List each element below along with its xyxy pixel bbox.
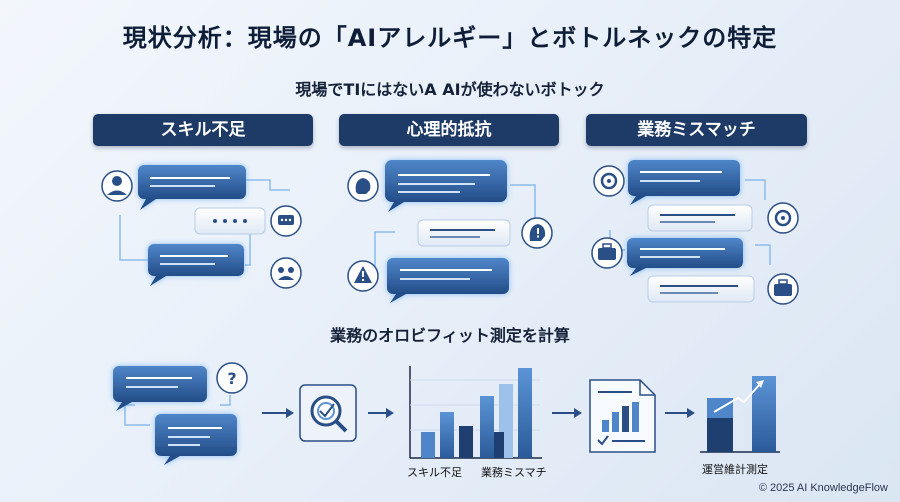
question-icon: ? bbox=[216, 362, 248, 394]
chat-bubble bbox=[627, 238, 743, 276]
bar bbox=[440, 412, 454, 458]
briefcase-icon bbox=[591, 237, 623, 269]
arrow-icon bbox=[552, 408, 582, 418]
mismatch-panel bbox=[591, 160, 799, 305]
category-skill-header: スキル不足 bbox=[93, 114, 313, 146]
result-label: 運営維計測定 bbox=[702, 463, 768, 476]
chat-bubble-light bbox=[647, 275, 755, 303]
chat-icon bbox=[270, 205, 302, 237]
ellipsis-bubble bbox=[194, 207, 266, 235]
chat-bubble bbox=[385, 160, 507, 212]
chat-bubble bbox=[148, 244, 244, 286]
user-icon bbox=[101, 170, 133, 202]
openai-icon bbox=[593, 165, 625, 197]
svg-text:?: ? bbox=[227, 369, 236, 388]
chat-bubble bbox=[387, 258, 509, 303]
brain-icon bbox=[347, 170, 379, 202]
report-icon bbox=[589, 379, 656, 453]
resistance-panel bbox=[347, 160, 553, 303]
bar bbox=[480, 396, 494, 458]
chart-label-skill: スキル不足 bbox=[407, 466, 462, 479]
category-mismatch-header: 業務ミスマッチ bbox=[586, 114, 807, 146]
copyright-text: © 2025 AI KnowledgeFlow bbox=[758, 482, 888, 494]
openai-icon bbox=[767, 202, 799, 234]
category-resistance-header: 心理的抵抗 bbox=[339, 114, 559, 146]
arrow-icon bbox=[665, 408, 695, 418]
section-title-measurement: 業務のオロビフィット測定を計算 bbox=[330, 326, 570, 345]
bar bbox=[421, 432, 435, 458]
arrow-icon bbox=[368, 408, 394, 418]
briefcase-icon bbox=[767, 273, 799, 305]
search-target-icon bbox=[299, 384, 357, 442]
chat-bubble-light bbox=[417, 219, 511, 247]
result-chart bbox=[700, 376, 780, 453]
flow-step-conversation: ? bbox=[113, 362, 248, 465]
bar-chart bbox=[409, 366, 542, 459]
bar bbox=[459, 426, 473, 458]
skill-shortage-panel bbox=[101, 165, 302, 289]
page-subtitle: 現場でTIにはないA AIが使わないボトック bbox=[295, 80, 605, 99]
chat-bubble bbox=[628, 160, 740, 205]
chat-bubble bbox=[138, 165, 246, 210]
chat-bubble-light bbox=[647, 204, 753, 232]
arrow-icon bbox=[262, 408, 294, 418]
alert-head-icon bbox=[521, 217, 553, 249]
chart-label-mismatch: 業務ミスマチ bbox=[481, 466, 547, 479]
bar bbox=[494, 432, 504, 458]
bar bbox=[518, 368, 532, 458]
group-icon bbox=[270, 257, 302, 289]
page-title: 現状分析：現場の「AIアレルギー」とボトルネックの特定 bbox=[122, 24, 778, 52]
warning-icon bbox=[347, 260, 379, 292]
